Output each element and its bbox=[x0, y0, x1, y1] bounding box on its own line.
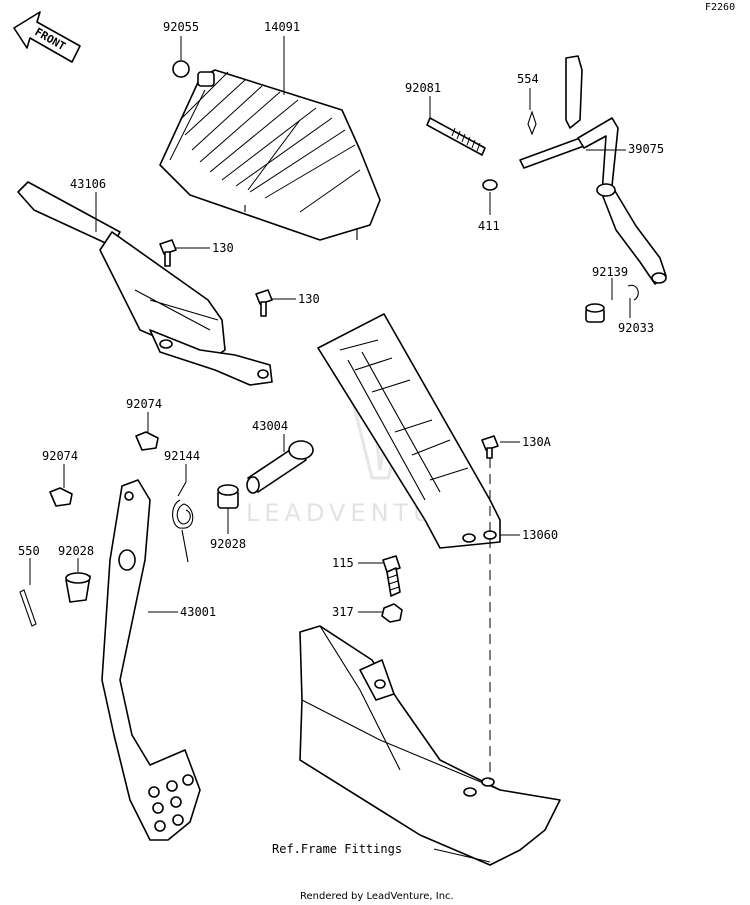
bolt-130-lower bbox=[255, 289, 273, 317]
callout-43004: 43004 bbox=[252, 419, 288, 433]
callout-92081: 92081 bbox=[405, 81, 441, 95]
collar-92139 bbox=[585, 303, 605, 323]
bushing-92028-lower bbox=[65, 572, 91, 603]
frame-fittings bbox=[299, 625, 561, 866]
nut-317 bbox=[381, 603, 403, 623]
bolt-115 bbox=[382, 555, 401, 597]
callout-92028-lower: 92028 bbox=[58, 544, 94, 558]
footer-credit: Rendered by LeadVenture, Inc. bbox=[300, 891, 454, 902]
brake-pedal-43001 bbox=[101, 479, 201, 841]
o-ring-92055 bbox=[172, 60, 190, 78]
callout-14091: 14091 bbox=[264, 20, 300, 34]
callout-92144: 92144 bbox=[164, 449, 200, 463]
callout-92033: 92033 bbox=[618, 321, 654, 335]
callout-550: 550 bbox=[18, 544, 40, 558]
front-arrow-icon: FRONT bbox=[13, 11, 81, 63]
callout-411: 411 bbox=[478, 219, 500, 233]
bushing-92028-upper bbox=[217, 484, 239, 509]
cap-92074-upper bbox=[135, 431, 159, 451]
callout-115: 115 bbox=[332, 556, 354, 570]
brake-lever-43106 bbox=[17, 181, 273, 386]
spring-92144 bbox=[172, 481, 194, 563]
bolt-130A bbox=[481, 435, 499, 459]
lever-shaft-39075 bbox=[519, 55, 667, 285]
callout-130-lower: 130 bbox=[298, 292, 320, 306]
callout-43106: 43106 bbox=[70, 177, 106, 191]
cotter-pin-550 bbox=[19, 589, 37, 627]
ref-frame-fittings-label: Ref.Frame Fittings bbox=[272, 842, 402, 856]
callout-43001: 43001 bbox=[180, 605, 216, 619]
callout-92074-upper: 92074 bbox=[126, 397, 162, 411]
callout-317: 317 bbox=[332, 605, 354, 619]
callout-92028-upper: 92028 bbox=[210, 537, 246, 551]
sheet-code: F2260 bbox=[705, 2, 735, 13]
callout-13060: 13060 bbox=[522, 528, 558, 542]
callout-130-upper: 130 bbox=[212, 241, 234, 255]
washer-411 bbox=[482, 179, 498, 191]
circlip-92033 bbox=[627, 284, 639, 301]
callout-39075: 39075 bbox=[628, 142, 664, 156]
bolt-130-upper bbox=[159, 239, 177, 267]
accelerator-pedal-13060 bbox=[317, 313, 501, 549]
leader-lines bbox=[29, 36, 631, 863]
boot-14091 bbox=[159, 69, 381, 241]
callout-92074-lower: 92074 bbox=[42, 449, 78, 463]
callout-554: 554 bbox=[517, 72, 539, 86]
callout-92139: 92139 bbox=[592, 265, 628, 279]
cotter-pin-554 bbox=[527, 110, 537, 136]
callout-130A: 130A bbox=[522, 435, 552, 449]
callout-92055: 92055 bbox=[163, 20, 199, 34]
spring-pin-92081 bbox=[426, 117, 486, 156]
pin-43004 bbox=[246, 440, 314, 494]
cap-92074-lower bbox=[49, 487, 73, 507]
